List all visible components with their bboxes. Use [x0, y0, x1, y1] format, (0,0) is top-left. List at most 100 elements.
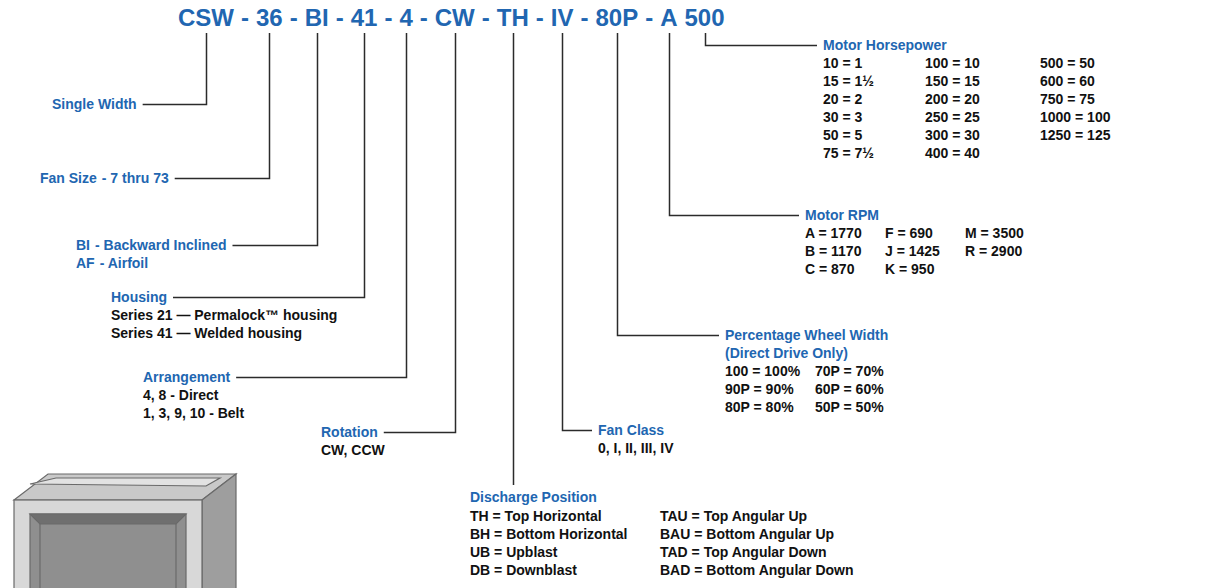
option-text: 15 = 1½: [823, 72, 874, 90]
leader-line: [384, 33, 456, 433]
field-heading: Arrangement: [143, 368, 230, 386]
option-text: 80P = 80%: [725, 398, 794, 416]
outlet-edge: [175, 524, 176, 588]
option-text: 300 = 30: [925, 126, 980, 144]
option-text: 100 = 100%: [725, 362, 800, 380]
leader-line: [175, 33, 270, 179]
option-text: K = 950: [885, 260, 934, 278]
field-heading: Percentage Wheel Width: [725, 326, 888, 344]
field-heading: Discharge Position: [470, 488, 597, 506]
option-text: 4, 8 - Direct: [143, 386, 218, 404]
option-text: TH = Top Horizontal: [470, 507, 602, 525]
option-text: 90P = 90%: [725, 380, 794, 398]
option-text: C = 870: [805, 260, 854, 278]
field-heading: Single Width: [52, 95, 137, 113]
code-segment: IV: [551, 4, 574, 32]
code-segment: -: [336, 4, 344, 32]
option-text: J = 1425: [885, 242, 940, 260]
option-text: UB = Upblast: [470, 543, 558, 561]
option-text: TAU = Top Angular Up: [660, 507, 807, 525]
option-text: 1, 3, 9, 10 - Belt: [143, 404, 244, 422]
field-heading: - Backward Inclined: [95, 236, 226, 254]
field-heading: - 7 thru 73: [102, 169, 169, 187]
field-heading: (Direct Drive Only): [725, 344, 848, 362]
option-text: F = 690: [885, 224, 933, 242]
field-heading: Motor Horsepower: [823, 36, 947, 54]
option-text: 250 = 25: [925, 108, 980, 126]
code-segment: -: [645, 4, 653, 32]
option-text: 200 = 20: [925, 90, 980, 108]
code-segment: -: [482, 4, 490, 32]
leader-line: [513, 33, 515, 485]
field-heading: AF: [76, 254, 95, 272]
field-heading: Fan Class: [598, 421, 664, 439]
option-text: A = 1770: [805, 224, 862, 242]
option-text: 600 = 60: [1040, 72, 1095, 90]
option-text: B = 1170: [805, 242, 861, 260]
leader-line: [706, 33, 818, 46]
field-heading: - Airfoil: [100, 254, 148, 272]
field-heading: Fan Size: [40, 169, 97, 187]
leader-line: [670, 33, 800, 216]
code-segment: 36: [256, 4, 283, 32]
option-text: 0, I, II, III, IV: [598, 439, 673, 457]
option-text: 10 = 1: [823, 54, 862, 72]
option-text: BH = Bottom Horizontal: [470, 525, 628, 543]
option-text: 60P = 60%: [815, 380, 884, 398]
option-text: TAD = Top Angular Down: [660, 543, 827, 561]
option-text: 150 = 15: [925, 72, 980, 90]
outlet-edge: [39, 524, 40, 588]
code-segment: 80P: [595, 4, 638, 32]
option-text: M = 3500: [965, 224, 1024, 242]
option-text: 30 = 3: [823, 108, 862, 126]
leader-line: [563, 33, 593, 431]
option-text: 750 = 75: [1040, 90, 1095, 108]
option-text: 20 = 2: [823, 90, 862, 108]
field-heading: Motor RPM: [805, 206, 879, 224]
field-heading: Housing: [111, 288, 167, 306]
fan-housing: [14, 474, 236, 588]
option-text: BAU = Bottom Angular Up: [660, 525, 834, 543]
option-text: Series 21 — Permalock™ housing: [111, 306, 337, 324]
code-segment: BI: [305, 4, 329, 32]
option-text: 70P = 70%: [815, 362, 884, 380]
option-text: DB = Downblast: [470, 561, 577, 579]
outlet-opening: [30, 514, 186, 588]
option-text: BAD = Bottom Angular Down: [660, 561, 854, 579]
option-text: 75 = 7½: [823, 144, 874, 162]
option-text: 1000 = 100: [1040, 108, 1110, 126]
field-heading: Rotation: [321, 423, 378, 441]
field-heading: BI: [76, 236, 90, 254]
code-segment: -: [241, 4, 249, 32]
option-text: 50 = 5: [823, 126, 862, 144]
option-text: CW, CCW: [321, 441, 385, 459]
option-text: 100 = 10: [925, 54, 980, 72]
housing-front: [14, 500, 202, 588]
code-segment: -: [536, 4, 544, 32]
option-text: Series 41 — Welded housing: [111, 324, 302, 342]
code-segment: 41: [351, 4, 378, 32]
leader-line: [232, 33, 317, 246]
code-segment: A: [660, 4, 677, 32]
leader-line: [618, 33, 720, 336]
code-segment: 500: [684, 4, 724, 32]
option-text: 50P = 50%: [815, 398, 884, 416]
code-segment: CW: [435, 4, 475, 32]
code-segment: -: [580, 4, 588, 32]
code-segment: 4: [399, 4, 412, 32]
housing-side: [202, 474, 236, 588]
housing-top: [14, 474, 236, 500]
outlet-inner: [30, 514, 186, 524]
option-text: 500 = 50: [1040, 54, 1095, 72]
code-segment: TH: [497, 4, 529, 32]
option-text: 1250 = 125: [1040, 126, 1110, 144]
leader-line: [143, 33, 207, 105]
code-segment: -: [420, 4, 428, 32]
option-text: R = 2900: [965, 242, 1022, 260]
flange-lip: [30, 478, 220, 486]
code-segment: -: [290, 4, 298, 32]
code-segment: -: [384, 4, 392, 32]
